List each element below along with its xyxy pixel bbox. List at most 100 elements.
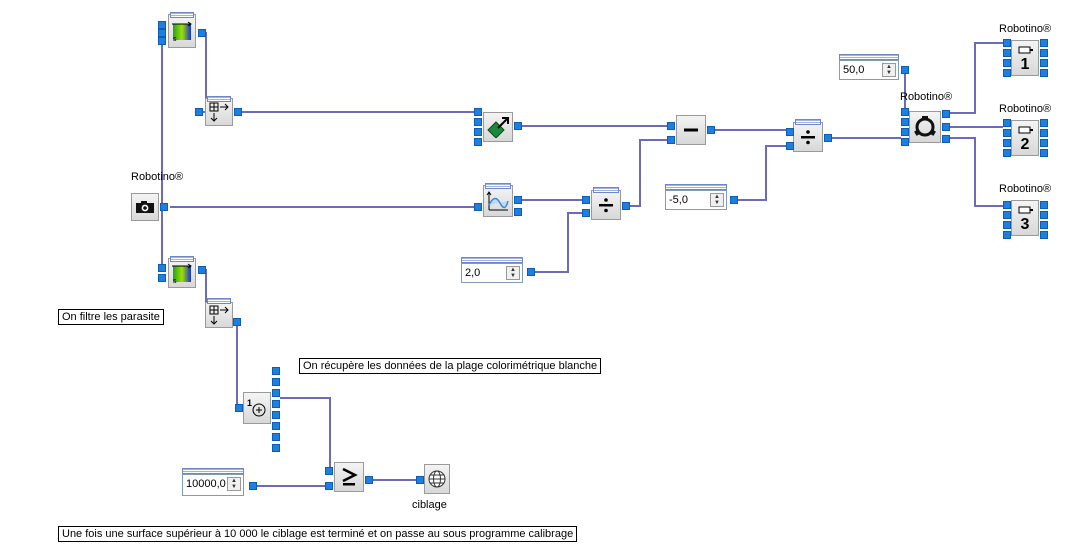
segmenter-top-output[interactable] <box>234 108 242 116</box>
motor-3-output-3[interactable] <box>1040 221 1048 229</box>
region-output-1[interactable] <box>272 367 280 375</box>
region-output-8[interactable] <box>272 444 280 452</box>
motor-3-input-4[interactable] <box>1003 231 1011 239</box>
line-detector-output-1[interactable] <box>514 196 522 204</box>
omnidrive-input-3[interactable] <box>901 128 909 136</box>
omnidrive-output-1[interactable] <box>942 110 950 118</box>
const-2-output[interactable] <box>527 268 535 276</box>
color-filter-block-bottom[interactable]: s <box>168 258 196 288</box>
omnidrive-output-3[interactable] <box>942 135 950 143</box>
const-neg5-output[interactable] <box>730 196 738 204</box>
motor-2-block[interactable]: 2 <box>1011 120 1039 156</box>
motor-2-input-1[interactable] <box>1003 119 1011 127</box>
divide-1-input-a[interactable] <box>582 196 590 204</box>
motor-2-output-2[interactable] <box>1040 129 1048 137</box>
motor-1-output-1[interactable] <box>1040 39 1048 47</box>
region-output-3[interactable] <box>272 389 280 397</box>
motor-1-output-2[interactable] <box>1040 49 1048 57</box>
motor-2-output-1[interactable] <box>1040 119 1048 127</box>
divide-2-output[interactable] <box>824 134 832 142</box>
motor-2-input-3[interactable] <box>1003 139 1011 147</box>
motor-3-block[interactable]: 3 <box>1011 200 1039 236</box>
motor-1-input-3[interactable] <box>1003 59 1011 67</box>
motor-3-output-4[interactable] <box>1040 231 1048 239</box>
region-output-7[interactable] <box>272 433 280 441</box>
bounding-box-input-3[interactable] <box>474 128 482 136</box>
motor-1-input-1[interactable] <box>1003 39 1011 47</box>
region-output-4[interactable] <box>272 400 280 408</box>
motor-3-input-3[interactable] <box>1003 221 1011 229</box>
region-output-6[interactable] <box>272 422 280 430</box>
color-filter-bottom-input-1[interactable] <box>158 264 166 272</box>
camera-block[interactable] <box>131 193 159 221</box>
const-50-spinner[interactable]: ▲▼ <box>882 63 896 77</box>
motor-1-input-4[interactable] <box>1003 69 1011 77</box>
const-neg5-spinner[interactable]: ▲▼ <box>710 193 724 207</box>
omnidrive-input-4[interactable] <box>901 138 909 146</box>
region-block[interactable]: 1 <box>243 392 271 424</box>
line-detector-output-2[interactable] <box>514 208 522 216</box>
line-detector-input[interactable] <box>474 203 482 211</box>
greater-equal-block[interactable] <box>334 462 364 492</box>
omnidrive-output-2[interactable] <box>942 123 950 131</box>
color-filter-bottom-input-2[interactable] <box>158 274 166 282</box>
segmenter-top-input[interactable] <box>195 108 203 116</box>
color-filter-bottom-output[interactable] <box>198 266 206 274</box>
divide-block-1[interactable] <box>591 190 621 220</box>
const-10000-output[interactable] <box>249 482 257 490</box>
motor-2-input-4[interactable] <box>1003 149 1011 157</box>
region-output-2[interactable] <box>272 378 280 386</box>
divide-block-2[interactable] <box>793 122 823 152</box>
motor-1-output-4[interactable] <box>1040 69 1048 77</box>
region-output-5[interactable] <box>272 411 280 419</box>
divide-1-input-b[interactable] <box>582 209 590 217</box>
omnidrive-input-2[interactable] <box>901 118 909 126</box>
color-filter-top-output[interactable] <box>198 29 206 37</box>
segmenter-bottom-output[interactable] <box>233 318 241 326</box>
bounding-box-input-4[interactable] <box>474 138 482 146</box>
subtract-block[interactable] <box>676 115 706 145</box>
motor-2-input-2[interactable] <box>1003 129 1011 137</box>
motor-1-block[interactable]: 1 <box>1011 40 1039 76</box>
motor-3-output-1[interactable] <box>1040 201 1048 209</box>
const-2-field[interactable]: 2,0 ▲▼ <box>461 263 523 283</box>
ciblage-input[interactable] <box>416 476 424 484</box>
subtract-input-b[interactable] <box>667 136 675 144</box>
segmenter-block-bottom[interactable] <box>205 302 233 328</box>
motor-3-input-2[interactable] <box>1003 211 1011 219</box>
const-10000-field[interactable]: 10000,0 ▲▼ <box>182 474 244 496</box>
bounding-box-input-1[interactable] <box>474 108 482 116</box>
omnidrive-input-1[interactable] <box>901 108 909 116</box>
const-50-field[interactable]: 50,0 ▲▼ <box>839 60 899 80</box>
comment-recover[interactable]: On récupère les données de la plage colo… <box>299 358 602 374</box>
subtract-input-a[interactable] <box>667 122 675 130</box>
color-filter-block-top[interactable]: s <box>168 14 196 48</box>
compare-input-a[interactable] <box>325 467 333 475</box>
region-input[interactable] <box>235 404 243 412</box>
comment-done[interactable]: Une fois une surface supérieur à 10 000 … <box>58 526 578 542</box>
motor-2-output-3[interactable] <box>1040 139 1048 147</box>
bounding-box-input-2[interactable] <box>474 118 482 126</box>
const-10000-spinner[interactable]: ▲▼ <box>227 477 241 491</box>
color-filter-top-input-1[interactable] <box>158 21 166 29</box>
divide-2-input-a[interactable] <box>786 128 794 136</box>
motor-2-output-4[interactable] <box>1040 149 1048 157</box>
color-filter-top-input-2[interactable] <box>158 29 166 37</box>
bounding-box-block[interactable] <box>483 112 513 142</box>
divide-2-input-b[interactable] <box>786 142 794 150</box>
const-50-output[interactable] <box>901 66 909 74</box>
ciblage-block[interactable] <box>424 464 450 494</box>
compare-output[interactable] <box>365 476 373 484</box>
bounding-box-output[interactable] <box>514 122 522 130</box>
omnidrive-block[interactable] <box>909 111 941 143</box>
compare-input-b[interactable] <box>325 482 333 490</box>
camera-output-port[interactable] <box>160 203 168 211</box>
subtract-output[interactable] <box>707 126 715 134</box>
motor-3-output-2[interactable] <box>1040 211 1048 219</box>
motor-1-output-3[interactable] <box>1040 59 1048 67</box>
segmenter-block-top[interactable] <box>205 98 233 126</box>
line-detector-block[interactable] <box>483 185 513 217</box>
const-2-spinner[interactable]: ▲▼ <box>506 266 520 280</box>
motor-1-input-2[interactable] <box>1003 49 1011 57</box>
color-filter-top-input-3[interactable] <box>158 37 166 45</box>
